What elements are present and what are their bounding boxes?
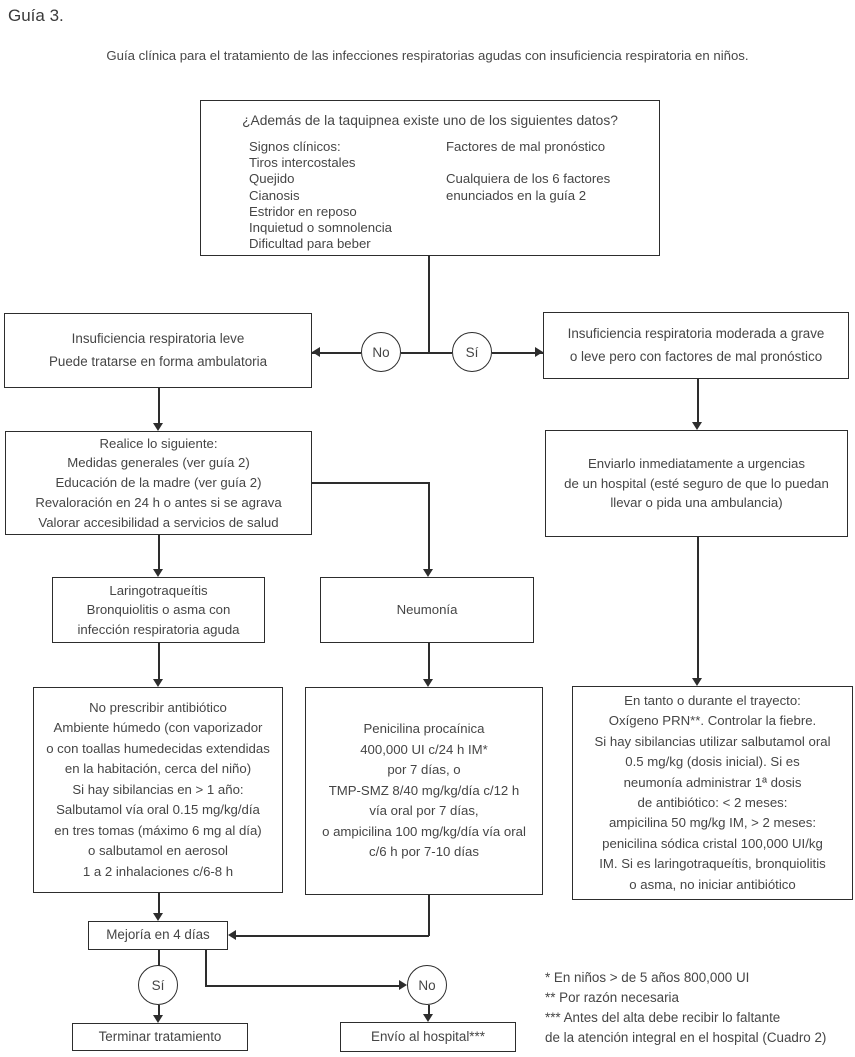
arrowhead-into-transit xyxy=(692,678,702,686)
page-subtitle: Guía clínica para el tratamiento de las … xyxy=(106,48,749,63)
arrowhead-into-no-bottom xyxy=(399,980,407,990)
connector-penicillin-to-improvement xyxy=(234,935,429,937)
arrowhead-into-actions xyxy=(153,423,163,431)
connector-no-si xyxy=(401,352,452,354)
box-pneumonia: Neumonía xyxy=(320,577,534,643)
arrowhead-into-penicillin xyxy=(423,679,433,687)
page-title: Guía 3. xyxy=(8,6,64,25)
arrowhead-into-severe xyxy=(535,347,543,357)
decision-si-bottom: Sí xyxy=(138,965,178,1005)
box-transit-treatment: En tanto o durante el trayecto: Oxígeno … xyxy=(572,686,853,900)
box-laryngotracheitis: Laringotraqueítis Bronquiolitis o asma c… xyxy=(52,577,265,643)
connector-laryngo-to-treatment xyxy=(158,643,160,681)
connector-no-to-mild xyxy=(312,352,361,354)
connector-actions-to-pneumonia-v xyxy=(428,482,430,571)
connector-severe-to-send xyxy=(697,379,699,424)
connector-question-to-decision xyxy=(428,256,430,352)
connector-penicillin-down xyxy=(428,895,430,936)
box-severe-insufficiency: Insuficiencia respiratoria moderada a gr… xyxy=(543,312,849,379)
arrowhead-into-send-hospital xyxy=(423,1014,433,1022)
box-actions: Realice lo siguiente: Medidas generales … xyxy=(5,431,312,535)
connector-actions-to-pneumonia-h xyxy=(312,482,428,484)
connector-improvement-to-si xyxy=(158,950,160,966)
arrowhead-into-send xyxy=(692,422,702,430)
question-prognostic-factors: Factores de mal pronóstico Cualquiera de… xyxy=(446,139,611,203)
connector-no-to-hospital xyxy=(428,1005,430,1015)
connector-send-to-transit xyxy=(697,537,699,680)
connector-improvement-to-no-h xyxy=(205,985,400,987)
box-send-to-hospital: Envío al hospital*** xyxy=(340,1022,516,1052)
arrowhead-into-improvement-right xyxy=(228,930,236,940)
decision-si-top: Sí xyxy=(452,332,492,372)
question-clinical-signs: Signos clínicos: Tiros intercostales Que… xyxy=(249,139,392,252)
box-end-treatment: Terminar tratamiento xyxy=(72,1023,248,1051)
arrowhead-into-end-treatment xyxy=(153,1015,163,1023)
connector-improvement-to-no-v xyxy=(205,950,207,986)
decision-no-top: No xyxy=(361,332,401,372)
connector-treatment-to-improvement xyxy=(158,893,160,914)
box-mild-insufficiency: Insuficiencia respiratoria leve Puede tr… xyxy=(4,313,312,388)
decision-no-bottom: No xyxy=(407,965,447,1005)
arrowhead-into-improvement-top xyxy=(153,913,163,921)
arrowhead-into-laryngo xyxy=(153,569,163,577)
box-send-to-er: Enviarlo inmediatamente a urgencias de u… xyxy=(545,430,848,537)
connector-si-to-end xyxy=(158,1005,160,1016)
footnotes: * En niños > de 5 años 800,000 UI ** Por… xyxy=(545,970,827,1045)
arrowhead-into-pneumonia xyxy=(423,569,433,577)
connector-actions-to-laryngo xyxy=(158,535,160,571)
question-title: ¿Además de la taquipnea existe uno de lo… xyxy=(242,113,618,128)
box-improvement-4-days: Mejoría en 4 días xyxy=(88,921,228,950)
connector-si-to-severe xyxy=(492,352,543,354)
connector-pneumonia-to-treatment xyxy=(428,643,430,681)
box-question: ¿Además de la taquipnea existe uno de lo… xyxy=(200,100,660,256)
arrowhead-into-no-antibiotic xyxy=(153,679,163,687)
arrowhead-into-mild xyxy=(312,347,320,357)
box-no-antibiotic-treatment: No prescribir antibiótico Ambiente húmed… xyxy=(33,687,283,893)
connector-mild-to-actions xyxy=(158,388,160,425)
box-penicillin-treatment: Penicilina procaínica 400,000 UI c/24 h … xyxy=(305,687,543,895)
